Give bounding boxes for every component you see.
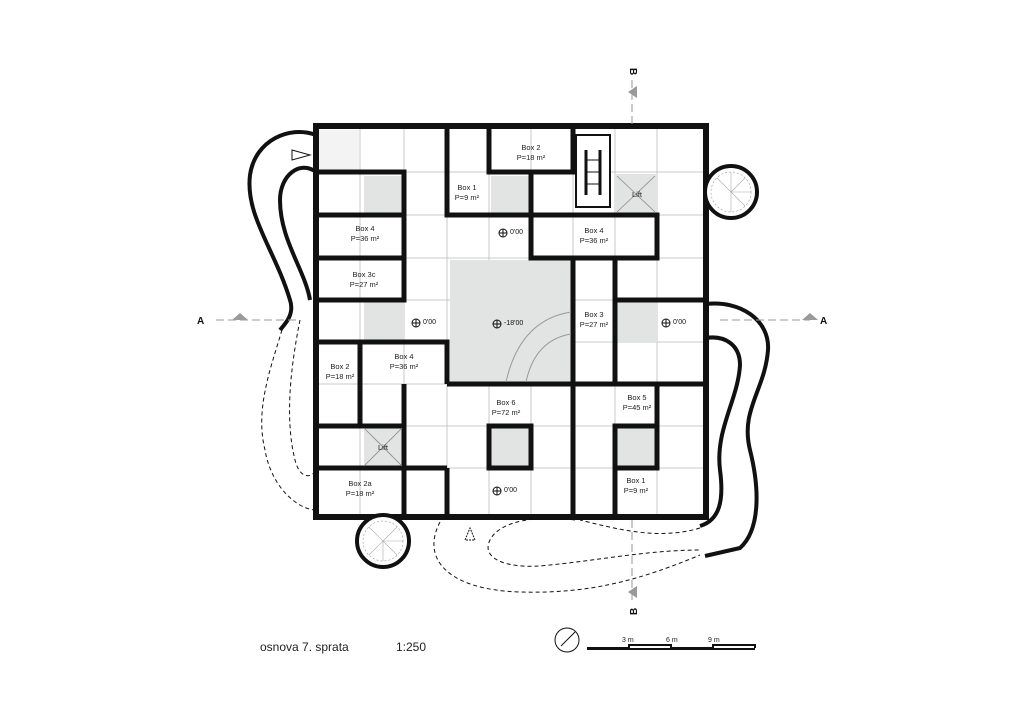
room-name: Box 2 [330, 362, 349, 371]
room-area: P=9 m² [624, 486, 649, 495]
section-a-right-label: A [820, 316, 827, 327]
room-area: P=72 m² [492, 408, 521, 417]
scale-bar: 3 m 6 m 9 m [587, 637, 756, 650]
room-name: Box 5 [627, 393, 646, 402]
room-area: P=27 m² [580, 320, 609, 329]
lift-label: Lift [378, 443, 389, 452]
room-name: Box 2a [348, 479, 372, 488]
lift-label: Lift [632, 190, 643, 199]
room-name: Box 3 [584, 310, 603, 319]
svg-text:0'00: 0'00 [510, 229, 523, 236]
room-area: P=36 m² [390, 362, 419, 371]
external-ramp-left-dashed [261, 329, 317, 511]
section-a-right-arrow [802, 313, 818, 320]
room-area: P=36 m² [580, 236, 609, 245]
external-ramp-left-dashed-2 [289, 319, 317, 477]
level-marker: 0'00 [498, 228, 523, 238]
room-area: P=9 m² [455, 193, 480, 202]
room-name: Box 2 [521, 143, 540, 152]
external-ramp-right [699, 301, 771, 558]
external-ramp-bottom-dashed [433, 521, 701, 593]
room-area: P=18 m² [517, 153, 546, 162]
outer-wall [313, 123, 709, 520]
drawing-scale: 1:250 [396, 640, 426, 654]
atrium-ramp [505, 311, 572, 383]
section-b-bottom-label: B [629, 608, 640, 615]
svg-text:0'00: 0'00 [504, 487, 517, 494]
room-area: P=18 m² [326, 372, 355, 381]
section-b-top-arrow [628, 86, 637, 98]
room-name: Box 6 [496, 398, 515, 407]
scale-bar-label: 9 m [708, 637, 720, 644]
room-name: Box 4 [355, 224, 374, 233]
lift-shaft-top [616, 175, 656, 213]
scale-bar-label: 3 m [622, 637, 634, 644]
entrance-arrow-left [291, 149, 312, 161]
entrance-arrow-bottom [464, 526, 476, 541]
section-a-left-arrow [232, 313, 248, 320]
level-marker: 0'00 [492, 486, 517, 496]
level-marker: 0'00 [661, 318, 686, 328]
room-name: Box 3c [353, 270, 376, 279]
spiral-stair-right [703, 164, 759, 220]
room-area: P=18 m² [346, 489, 375, 498]
room-area: P=45 m² [623, 403, 652, 412]
room-name: Box 4 [584, 226, 603, 235]
interior-walls [316, 128, 706, 517]
room-name: Box 1 [457, 183, 476, 192]
stair-core [575, 134, 611, 208]
room-area: P=27 m² [350, 280, 379, 289]
room-area: P=36 m² [351, 234, 380, 243]
section-b-bottom-arrow [628, 586, 637, 598]
svg-text:-18'00: -18'00 [504, 320, 523, 327]
section-b-top-label: B [627, 68, 638, 75]
room-labels: Box 2 P=18 m² Box 1 P=9 m² Box 4 P=36 m²… [326, 143, 652, 498]
svg-text:0'00: 0'00 [423, 319, 436, 326]
external-ramp-left [247, 129, 318, 332]
level-markers: 0'00 0'00 -18'00 0'00 0'00 [411, 228, 686, 496]
spiral-stair-bottom [355, 513, 411, 569]
lift-shaft-bottom [363, 427, 403, 467]
north-arrow-icon [554, 627, 580, 653]
level-marker: -18'00 [492, 319, 523, 329]
drawing-title: osnova 7. sprata [260, 640, 349, 654]
section-a-left-label: A [197, 316, 204, 327]
svg-text:0'00: 0'00 [673, 319, 686, 326]
room-name: Box 1 [626, 476, 645, 485]
external-ramp-right-dashed [487, 517, 701, 567]
level-marker: 0'00 [411, 318, 436, 328]
room-name: Box 4 [394, 352, 413, 361]
scale-bar-label: 6 m [666, 637, 678, 644]
